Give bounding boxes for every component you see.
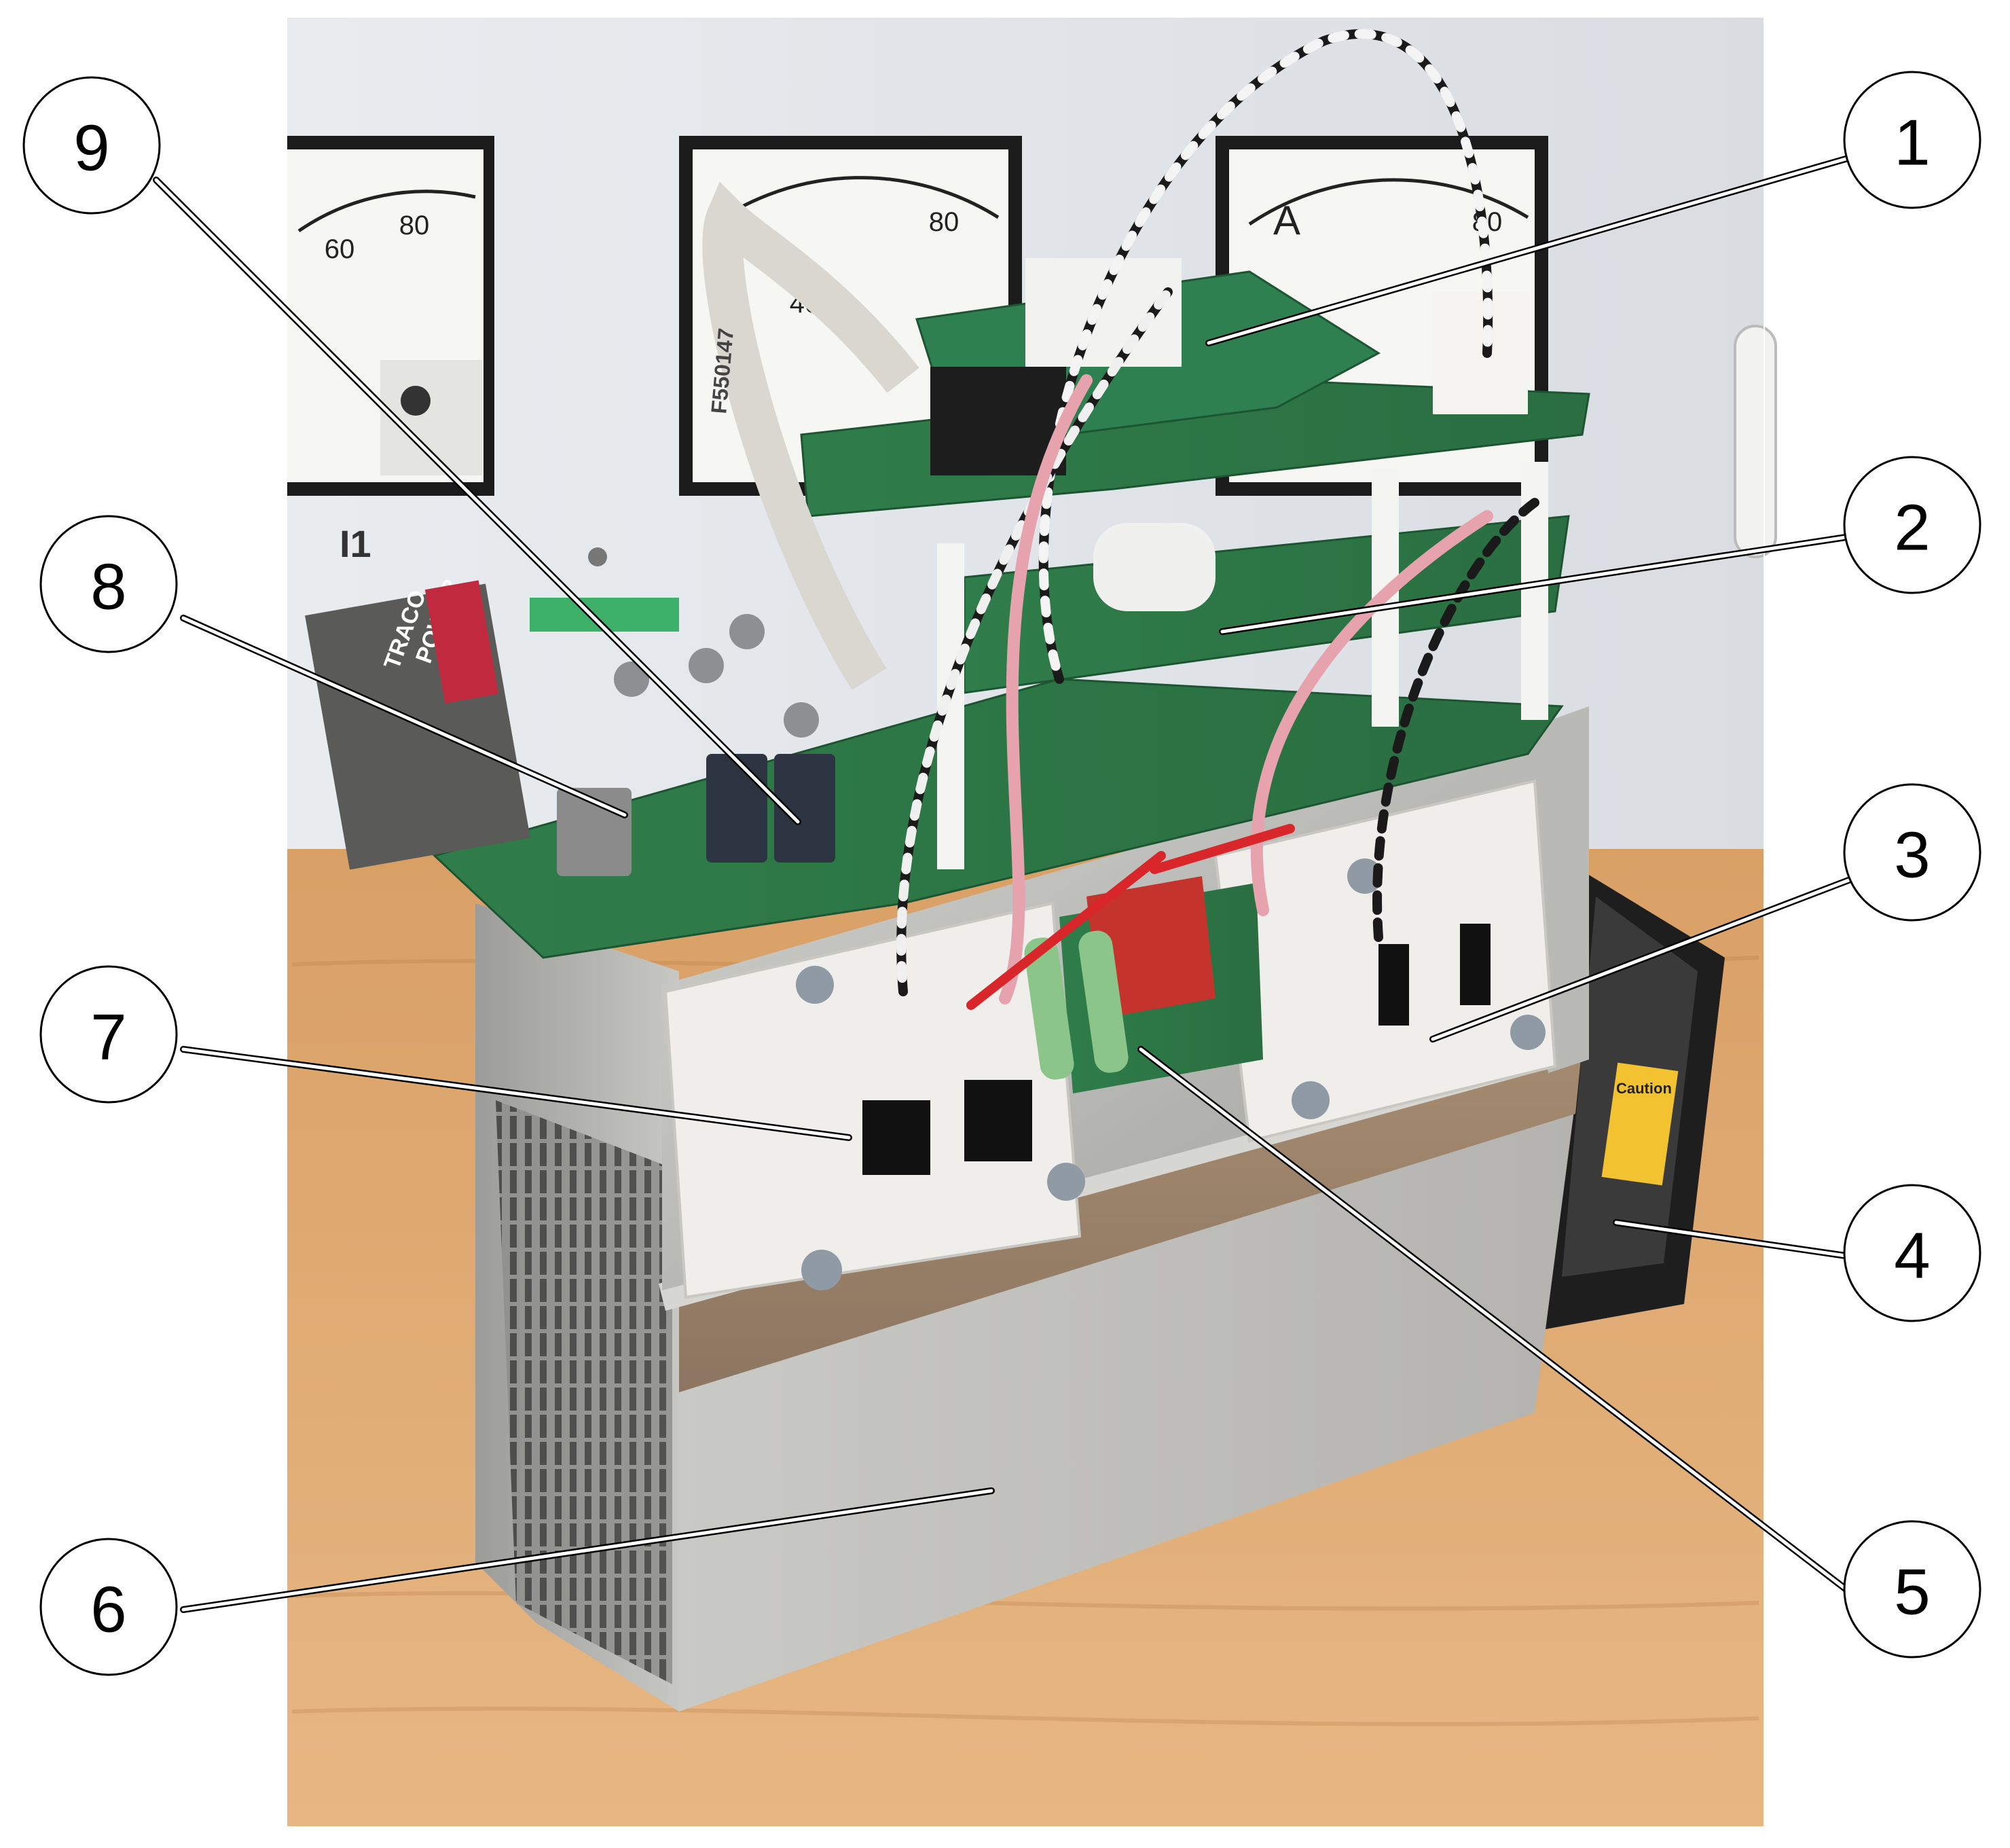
callout-5: 5 <box>1843 1520 1981 1659</box>
snubber-board <box>1024 876 1263 1093</box>
callout-1: 1 <box>1843 71 1981 209</box>
panel-label: I1 <box>340 522 371 565</box>
callout-7-number: 7 <box>90 1001 126 1074</box>
callout-3-number: 3 <box>1894 819 1930 892</box>
wall-switch <box>1734 325 1777 558</box>
panel-screw <box>588 547 607 566</box>
meter-middle-tick-2: 80 <box>929 207 960 237</box>
callout-4: 4 <box>1843 1184 1981 1322</box>
photo-border <box>286 16 1765 1828</box>
meter-left-tick-2: 80 <box>399 211 430 240</box>
twisted-wires <box>896 29 1539 1010</box>
callout-3: 3 <box>1843 783 1981 922</box>
photograph: 60 80 40 80 A 80 I1 Caution <box>287 17 1777 1827</box>
callout-2-number: 2 <box>1894 492 1930 564</box>
analog-meter-left: 60 80 <box>287 136 494 496</box>
callout-7: 7 <box>39 965 178 1104</box>
meter-right-unit: A <box>1273 198 1300 243</box>
meter-left-tick-1: 60 <box>325 234 355 264</box>
callout-6-number: 6 <box>90 1574 126 1646</box>
callout-4-number: 4 <box>1894 1220 1930 1292</box>
leader-lines <box>153 154 1854 1613</box>
callout-9-number: 9 <box>73 112 109 185</box>
control-board-top <box>800 258 1590 518</box>
callout-1-number: 1 <box>1894 107 1930 179</box>
fan-caution-label: Caution <box>1616 1080 1672 1097</box>
callout-9: 9 <box>22 76 161 215</box>
callout-5-number: 5 <box>1894 1556 1930 1629</box>
callout-8: 8 <box>39 515 178 653</box>
callout-6: 6 <box>39 1538 178 1676</box>
callout-8-number: 8 <box>90 551 126 623</box>
callout-2: 2 <box>1843 456 1981 594</box>
